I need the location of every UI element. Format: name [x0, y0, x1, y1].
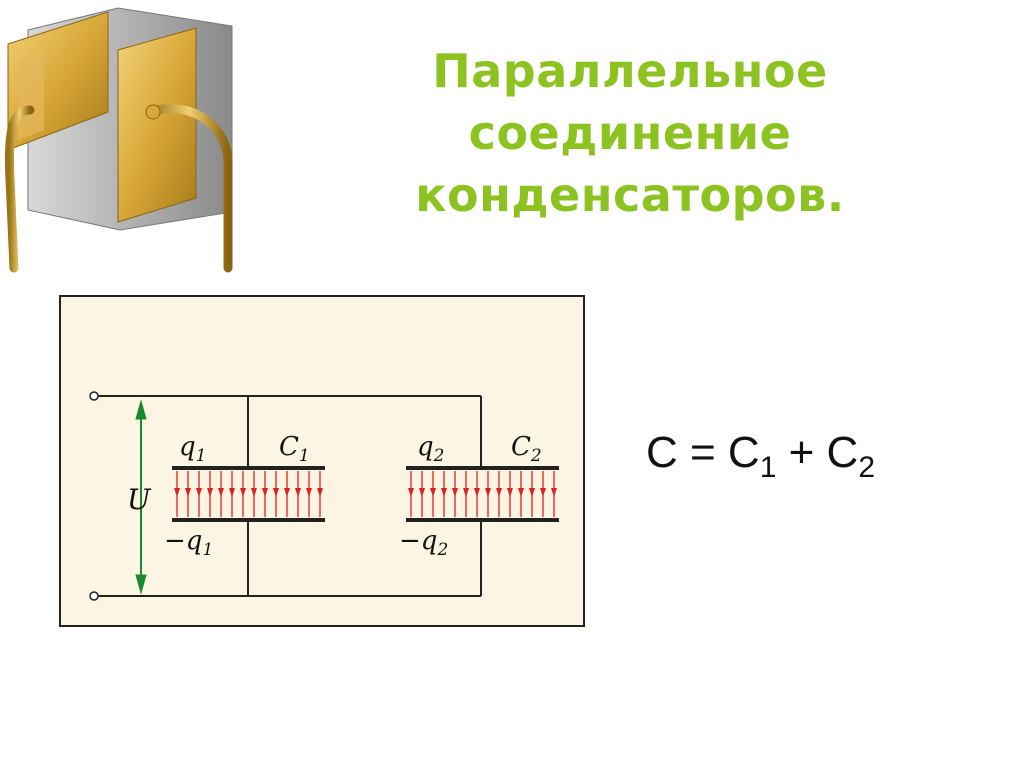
c1-field-arrowhead [240, 488, 246, 497]
formula-lhs: C = C [646, 428, 760, 477]
c2-field-arrowhead [518, 488, 524, 497]
c1-field-arrowhead [284, 488, 290, 497]
c2-field-arrowhead [485, 488, 491, 497]
c1-field-arrowhead [229, 488, 235, 497]
c1-field-arrowhead [251, 488, 257, 497]
c1-field-arrowhead [207, 488, 213, 497]
c1-field-arrowhead [273, 488, 279, 497]
circuit-wires [97, 395, 482, 597]
top-terminal [89, 391, 99, 401]
circuit-svg: U q1 C1 −q1 q2 C2 −q2 [89, 391, 559, 601]
c2-field-arrowhead [540, 488, 546, 497]
c1-bottom-charge: −q1 [164, 526, 213, 560]
circuit-diagram: U q1 C1 −q1 q2 C2 −q2 [59, 295, 585, 627]
c2-bottom-plate [406, 518, 559, 522]
c1-field-arrowhead [295, 488, 301, 497]
c2-bottom-charge: −q2 [399, 526, 448, 560]
c2-top-charge: q2 [417, 432, 444, 466]
slide-title: Параллельное соединение конденсаторов. [330, 40, 930, 226]
c2-field-arrowhead [430, 488, 436, 497]
c2-field-arrowhead [496, 488, 502, 497]
c1-field-arrowhead [196, 488, 202, 497]
c1-top-plate [172, 466, 325, 470]
c2-field-arrowhead [529, 488, 535, 497]
title-line-3: конденсаторов. [415, 168, 845, 222]
formula-sub-2: 2 [858, 450, 875, 484]
c2-name: C2 [511, 432, 542, 466]
c1-field-lines [174, 471, 323, 517]
c2-field-lines [408, 471, 557, 517]
c1-top-charge: q1 [179, 432, 206, 466]
c2-field-arrowhead [441, 488, 447, 497]
formula-sub-1: 1 [759, 450, 777, 484]
capacitor-illustration [4, 7, 233, 273]
title-line-1: Параллельное [432, 44, 828, 98]
c1-field-arrowhead [185, 488, 191, 497]
c2-top-plate [406, 466, 559, 470]
c2-field-arrowhead [551, 488, 557, 497]
c1-field-arrowhead [218, 488, 224, 497]
right-wire [145, 104, 233, 273]
front-plate [117, 27, 197, 223]
title-line-2: соединение [468, 106, 792, 160]
formula-plus: + C [776, 428, 859, 477]
c1-field-arrowhead [317, 488, 323, 497]
c2-field-arrowhead [452, 488, 458, 497]
c2-field-arrowhead [507, 488, 513, 497]
capacitance-formula: C = C1 + C2 [646, 428, 875, 485]
voltage-label: U [127, 483, 152, 516]
c1-field-arrowhead [174, 488, 180, 497]
c2-field-arrowhead [419, 488, 425, 497]
c1-field-arrowhead [262, 488, 268, 497]
c2-field-arrowhead [474, 488, 480, 497]
c2-field-arrowhead [408, 488, 414, 497]
left-wire [4, 105, 35, 273]
bottom-terminal [89, 591, 99, 601]
c1-bottom-plate [172, 518, 325, 522]
c2-field-arrowhead [463, 488, 469, 497]
c1-field-arrowhead [306, 488, 312, 497]
voltage-arrow [135, 399, 147, 595]
c1-name: C1 [279, 432, 310, 466]
